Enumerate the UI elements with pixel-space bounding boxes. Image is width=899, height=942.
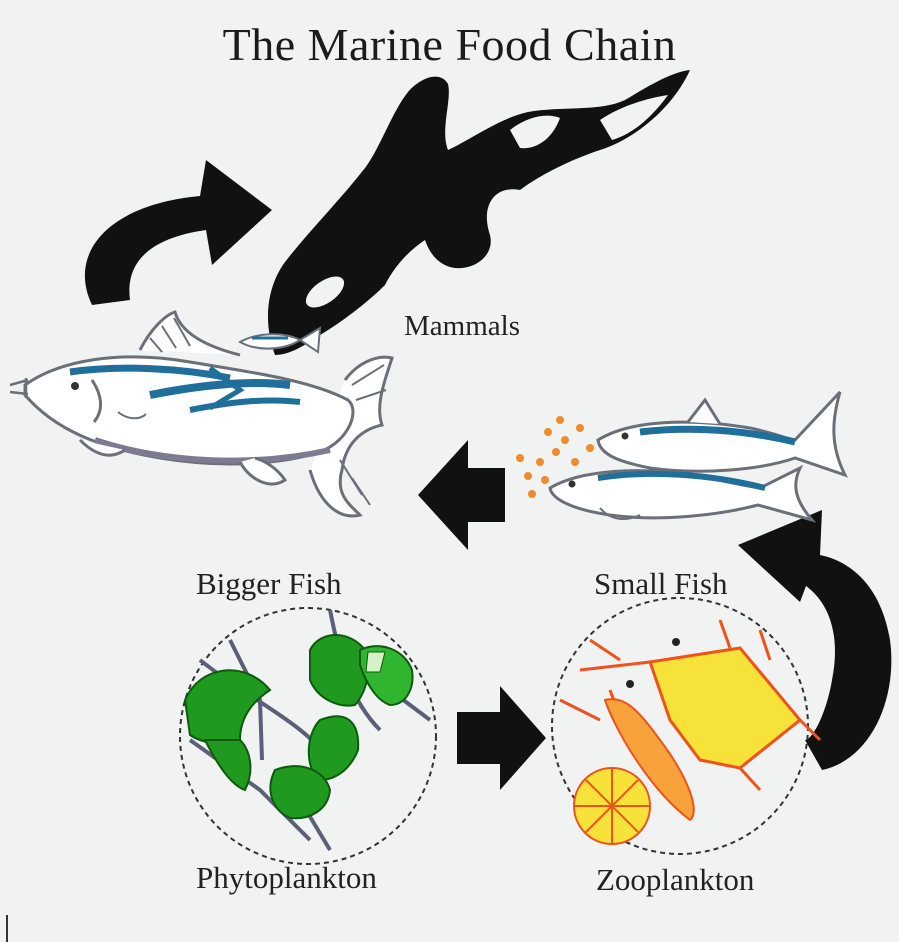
- node-label-zooplankton: Zooplankton: [596, 862, 754, 898]
- small-fish-illustration: [550, 392, 845, 520]
- node-label-small-fish: Small Fish: [594, 566, 728, 602]
- arrow-phytoplankton-to-zooplankton: [457, 686, 546, 790]
- arrow-bigger-fish-to-mammals: [85, 160, 272, 305]
- diagram-title: The Marine Food Chain: [0, 18, 899, 71]
- node-label-mammals: Mammals: [404, 310, 520, 343]
- bigger-fish-illustration: [10, 312, 392, 516]
- zooplankton-illustration: [552, 598, 820, 854]
- phytoplankton-illustration: [180, 608, 436, 864]
- arrow-small-fish-to-bigger-fish: [418, 440, 505, 550]
- scan-edge-mark: [6, 915, 8, 942]
- node-label-bigger-fish: Bigger Fish: [196, 566, 342, 602]
- node-label-phytoplankton: Phytoplankton: [196, 860, 377, 896]
